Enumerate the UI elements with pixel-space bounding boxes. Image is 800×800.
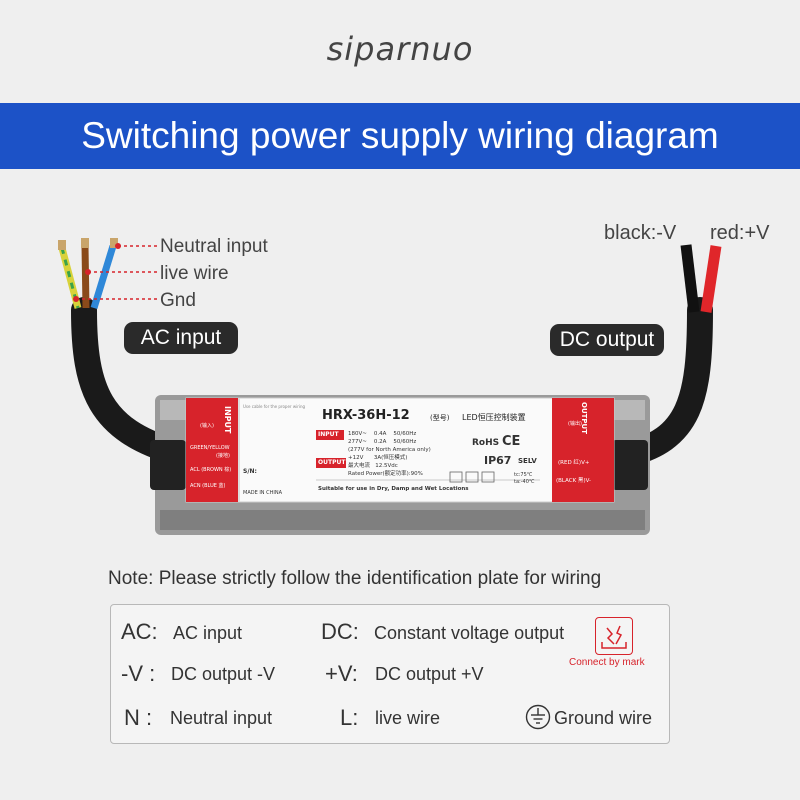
device-output-side: OUTPUT (580, 402, 588, 434)
label-neutral-input: Neutral input (160, 236, 268, 257)
device-warning-small: Use cable for the proper wiring (243, 404, 306, 409)
legend-dc-key: DC: (321, 619, 359, 644)
output-panel (552, 398, 614, 502)
legend-plus-key: +V: (325, 661, 358, 686)
device-input-side-cn: (输入) (200, 423, 214, 429)
device-output-tag: OUTPUT (318, 459, 346, 466)
connect-by-mark: Connect by mark (569, 657, 645, 668)
device-ce: CE (502, 434, 521, 449)
device-ground-wire-cn: (接地) (216, 453, 230, 459)
device-selv: SELV (518, 457, 537, 465)
device-spec-4: 最大电流 12.5Vdc (348, 463, 398, 469)
device-ground-wire: GREEN/YELLOW (190, 445, 230, 451)
wire-tip-ground (58, 240, 66, 250)
device-acn-wire: ACN (BLUE 蓝) (190, 483, 226, 489)
dc-output-tag: DC output (550, 324, 664, 356)
right-gland (612, 440, 648, 490)
legend-n-key: N : (124, 705, 153, 730)
device-tc: tc:75℃ (514, 472, 533, 478)
connect-warning-icon (595, 617, 633, 655)
device-input-tag: INPUT (318, 431, 339, 438)
input-panel (186, 398, 238, 502)
device-spec-2: (277V for North America only) (348, 447, 431, 453)
legend-ac-value: AC input (173, 623, 243, 643)
ac-input-tag: AC input (124, 322, 238, 354)
device-sn: S/N: (243, 468, 257, 475)
device-spec-1: 277V~ 0.2A 50/60Hz (348, 439, 417, 445)
brand-logo: siparnuo (326, 30, 474, 68)
label-live-wire: live wire (160, 263, 229, 284)
wire-black (680, 244, 700, 313)
wiring-diagram (58, 238, 722, 535)
device-rohs: RoHS (472, 438, 500, 448)
legend-box: AC: AC input DC: Constant voltage output… (110, 604, 670, 744)
wire-live (81, 245, 90, 309)
wire-tip-live (81, 238, 89, 248)
device-input-side: INPUT (223, 406, 232, 434)
device-spec-3: +12V 3A(恒压模式) (348, 455, 408, 461)
legend-minus-value: DC output -V (171, 664, 276, 684)
legend-ground-value: Ground wire (554, 708, 653, 728)
device-suitable: Suitable for use in Dry, Damp and Wet Lo… (318, 486, 469, 492)
device-ip67: IP67 (484, 454, 512, 467)
left-gland (150, 440, 186, 490)
device-black-out: (BLACK 黑)V- (556, 478, 592, 484)
device-output-side-cn: (输出) (568, 421, 582, 427)
device-ta: ta:-40℃ (514, 479, 535, 485)
device-acl-wire: ACL (BROWN 棕) (190, 467, 232, 473)
label-red: red:+V (710, 222, 770, 244)
device-red-out: (RED 红)V+ (558, 460, 590, 466)
wire-red (700, 245, 722, 313)
legend-n-value: Neutral input (170, 708, 273, 728)
legend-plus-value: DC output +V (375, 664, 484, 684)
legend-ac-key: AC: (121, 619, 158, 644)
title-banner: Switching power supply wiring diagram (0, 103, 800, 169)
label-gnd: Gnd (160, 290, 196, 311)
legend-l-value: live wire (375, 708, 441, 728)
device-made-in: MADE IN CHINA (243, 490, 283, 496)
ground-icon (525, 704, 551, 730)
wire-neutral (90, 244, 117, 310)
page-title: Switching power supply wiring diagram (81, 115, 719, 156)
legend-minus-key: -V : (121, 661, 156, 686)
label-black: black:-V (604, 222, 677, 244)
device-model-note: (型号) (430, 414, 450, 422)
device-spec-5: Rated Power(额定功率):90% (348, 471, 423, 477)
device-model: HRX-36H-12 (322, 408, 410, 423)
wire-tip-neutral (110, 238, 118, 248)
legend-dc-value: Constant voltage output (374, 623, 565, 643)
device-type: LED恒压控制装置 (462, 413, 526, 422)
legend-l-key: L: (340, 705, 359, 730)
wiring-note: Note: Please strictly follow the identif… (108, 568, 602, 589)
device-spec-0: 180V~ 0.4A 50/60Hz (348, 431, 417, 437)
